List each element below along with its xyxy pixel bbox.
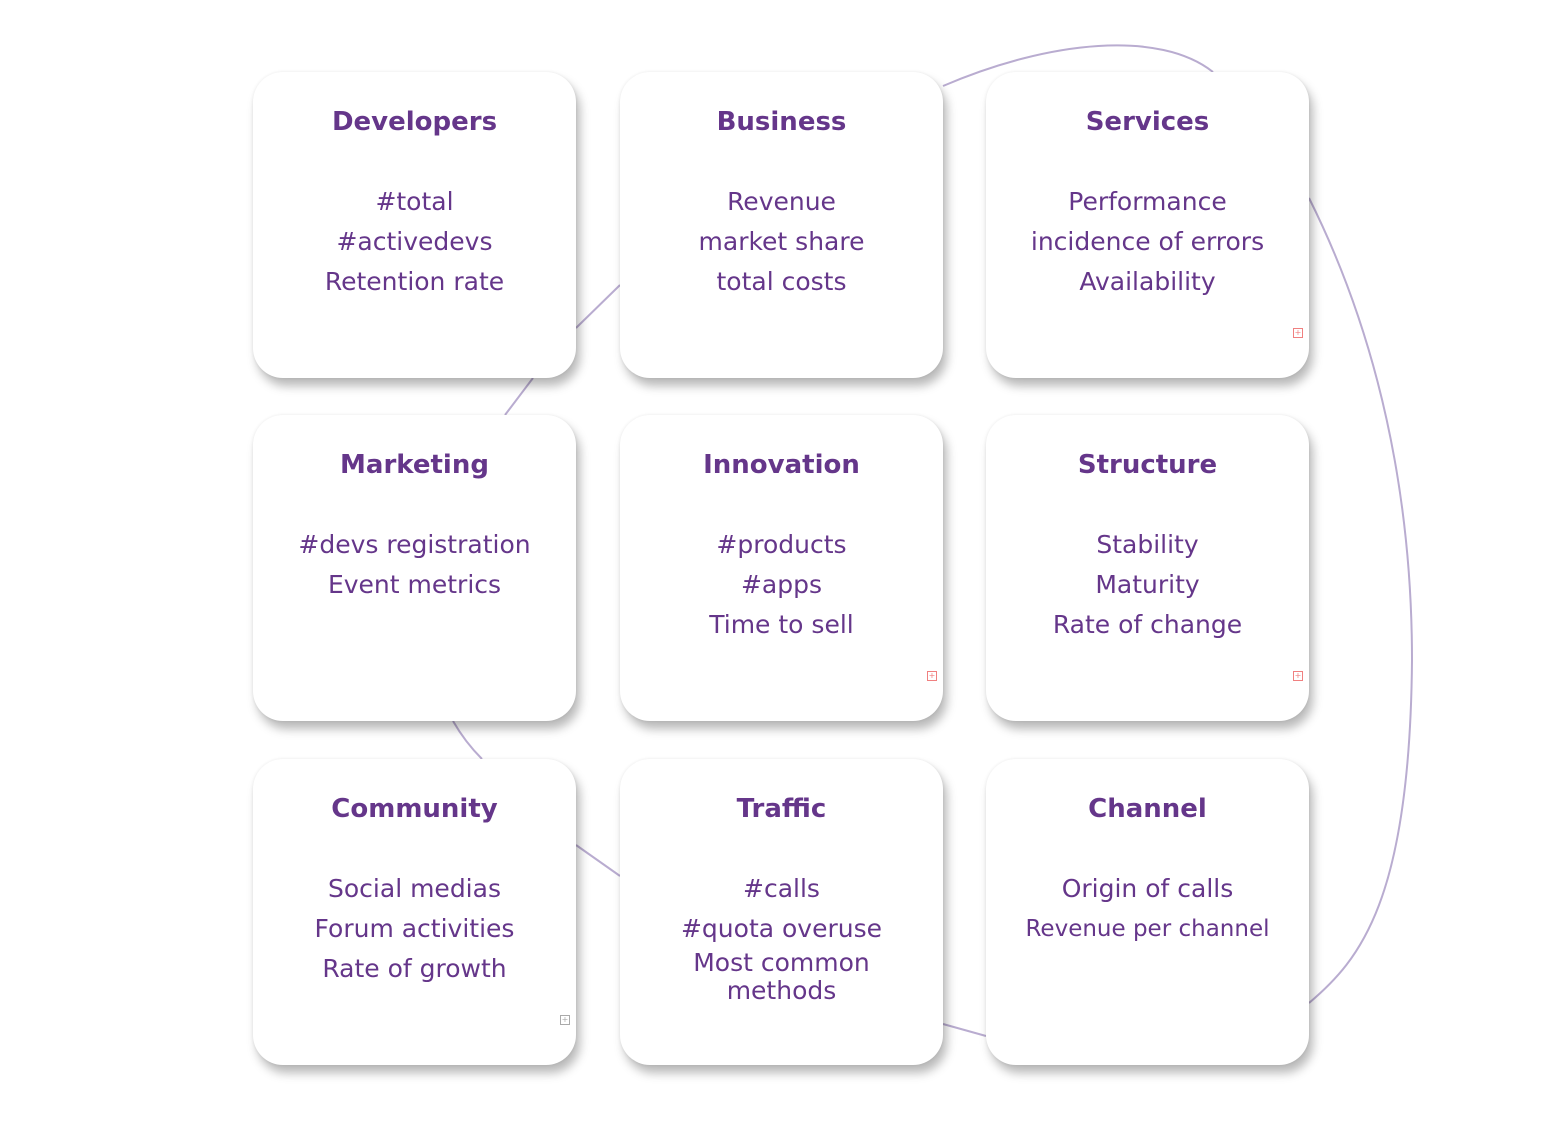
card-business[interactable]: Business Revenue market share total cost… [620,72,943,378]
metric-item: incidence of errors [1030,227,1265,256]
metric-item: Revenue [727,187,836,216]
connector-community-traffic [575,844,621,877]
expand-icon[interactable]: + [1293,671,1303,681]
card-marketing[interactable]: Marketing #devs registration Event metri… [253,415,576,721]
card-structure[interactable]: Structure Stability Maturity Rate of cha… [986,415,1309,721]
metric-item: Maturity [1095,570,1200,599]
metric-item: Availability [1079,267,1216,296]
metric-item: market share [698,227,865,256]
metric-item: Revenue per channel [1025,916,1270,942]
metric-item: Time to sell [709,610,854,639]
metric-item: Retention rate [324,267,505,296]
metric-item: Social medias [328,874,501,903]
metric-item: Most common methods [693,948,870,1005]
connector-developers-business [575,284,621,329]
metric-item: Forum activities [314,914,515,943]
metric-item: #products [716,530,847,559]
metric-item: #devs registration [298,530,531,559]
metric-item: Origin of calls [1061,874,1234,903]
card-services[interactable]: Services Performance incidence of errors… [986,72,1309,378]
card-title: Developers [331,107,498,137]
metric-item: #activedevs [336,227,493,256]
card-title: Channel [1088,794,1207,824]
expand-icon[interactable]: + [927,671,937,681]
card-traffic[interactable]: Traffic #calls #quota overuse Most commo… [620,759,943,1065]
card-innovation[interactable]: Innovation #products #apps Time to sell … [620,415,943,721]
metric-item: #calls [743,874,820,903]
card-title: Marketing [340,450,489,480]
card-title: Structure [1077,450,1218,480]
connector-marketing-community [452,720,483,760]
metric-item: Rate of growth [322,954,507,983]
card-channel[interactable]: Channel Origin of calls Revenue per chan… [986,759,1309,1065]
card-title: Services [1085,107,1210,137]
metric-item: total costs [716,267,847,296]
expand-icon[interactable]: + [560,1015,570,1025]
expand-icon[interactable]: + [1293,328,1303,338]
card-developers[interactable]: Developers #total #activedevs Retention … [253,72,576,378]
metric-item: Rate of change [1052,610,1243,639]
metric-item: #apps [740,570,823,599]
card-title: Innovation [703,450,860,480]
card-community[interactable]: Community Social medias Forum activities… [253,759,576,1065]
connector-business-services [942,44,1214,87]
card-title: Business [716,107,847,137]
connector-traffic-channel [942,1023,987,1037]
metric-item: #total [375,187,454,216]
metric-item: Performance [1068,187,1227,216]
card-title: Traffic [736,794,827,824]
metric-item: Stability [1096,530,1199,559]
card-title: Community [331,794,498,824]
connector-developers-marketing [504,377,534,416]
metric-item: Event metrics [327,570,502,599]
connector-services-channel [1308,197,1414,1004]
metric-item: #quota overuse [680,914,883,943]
